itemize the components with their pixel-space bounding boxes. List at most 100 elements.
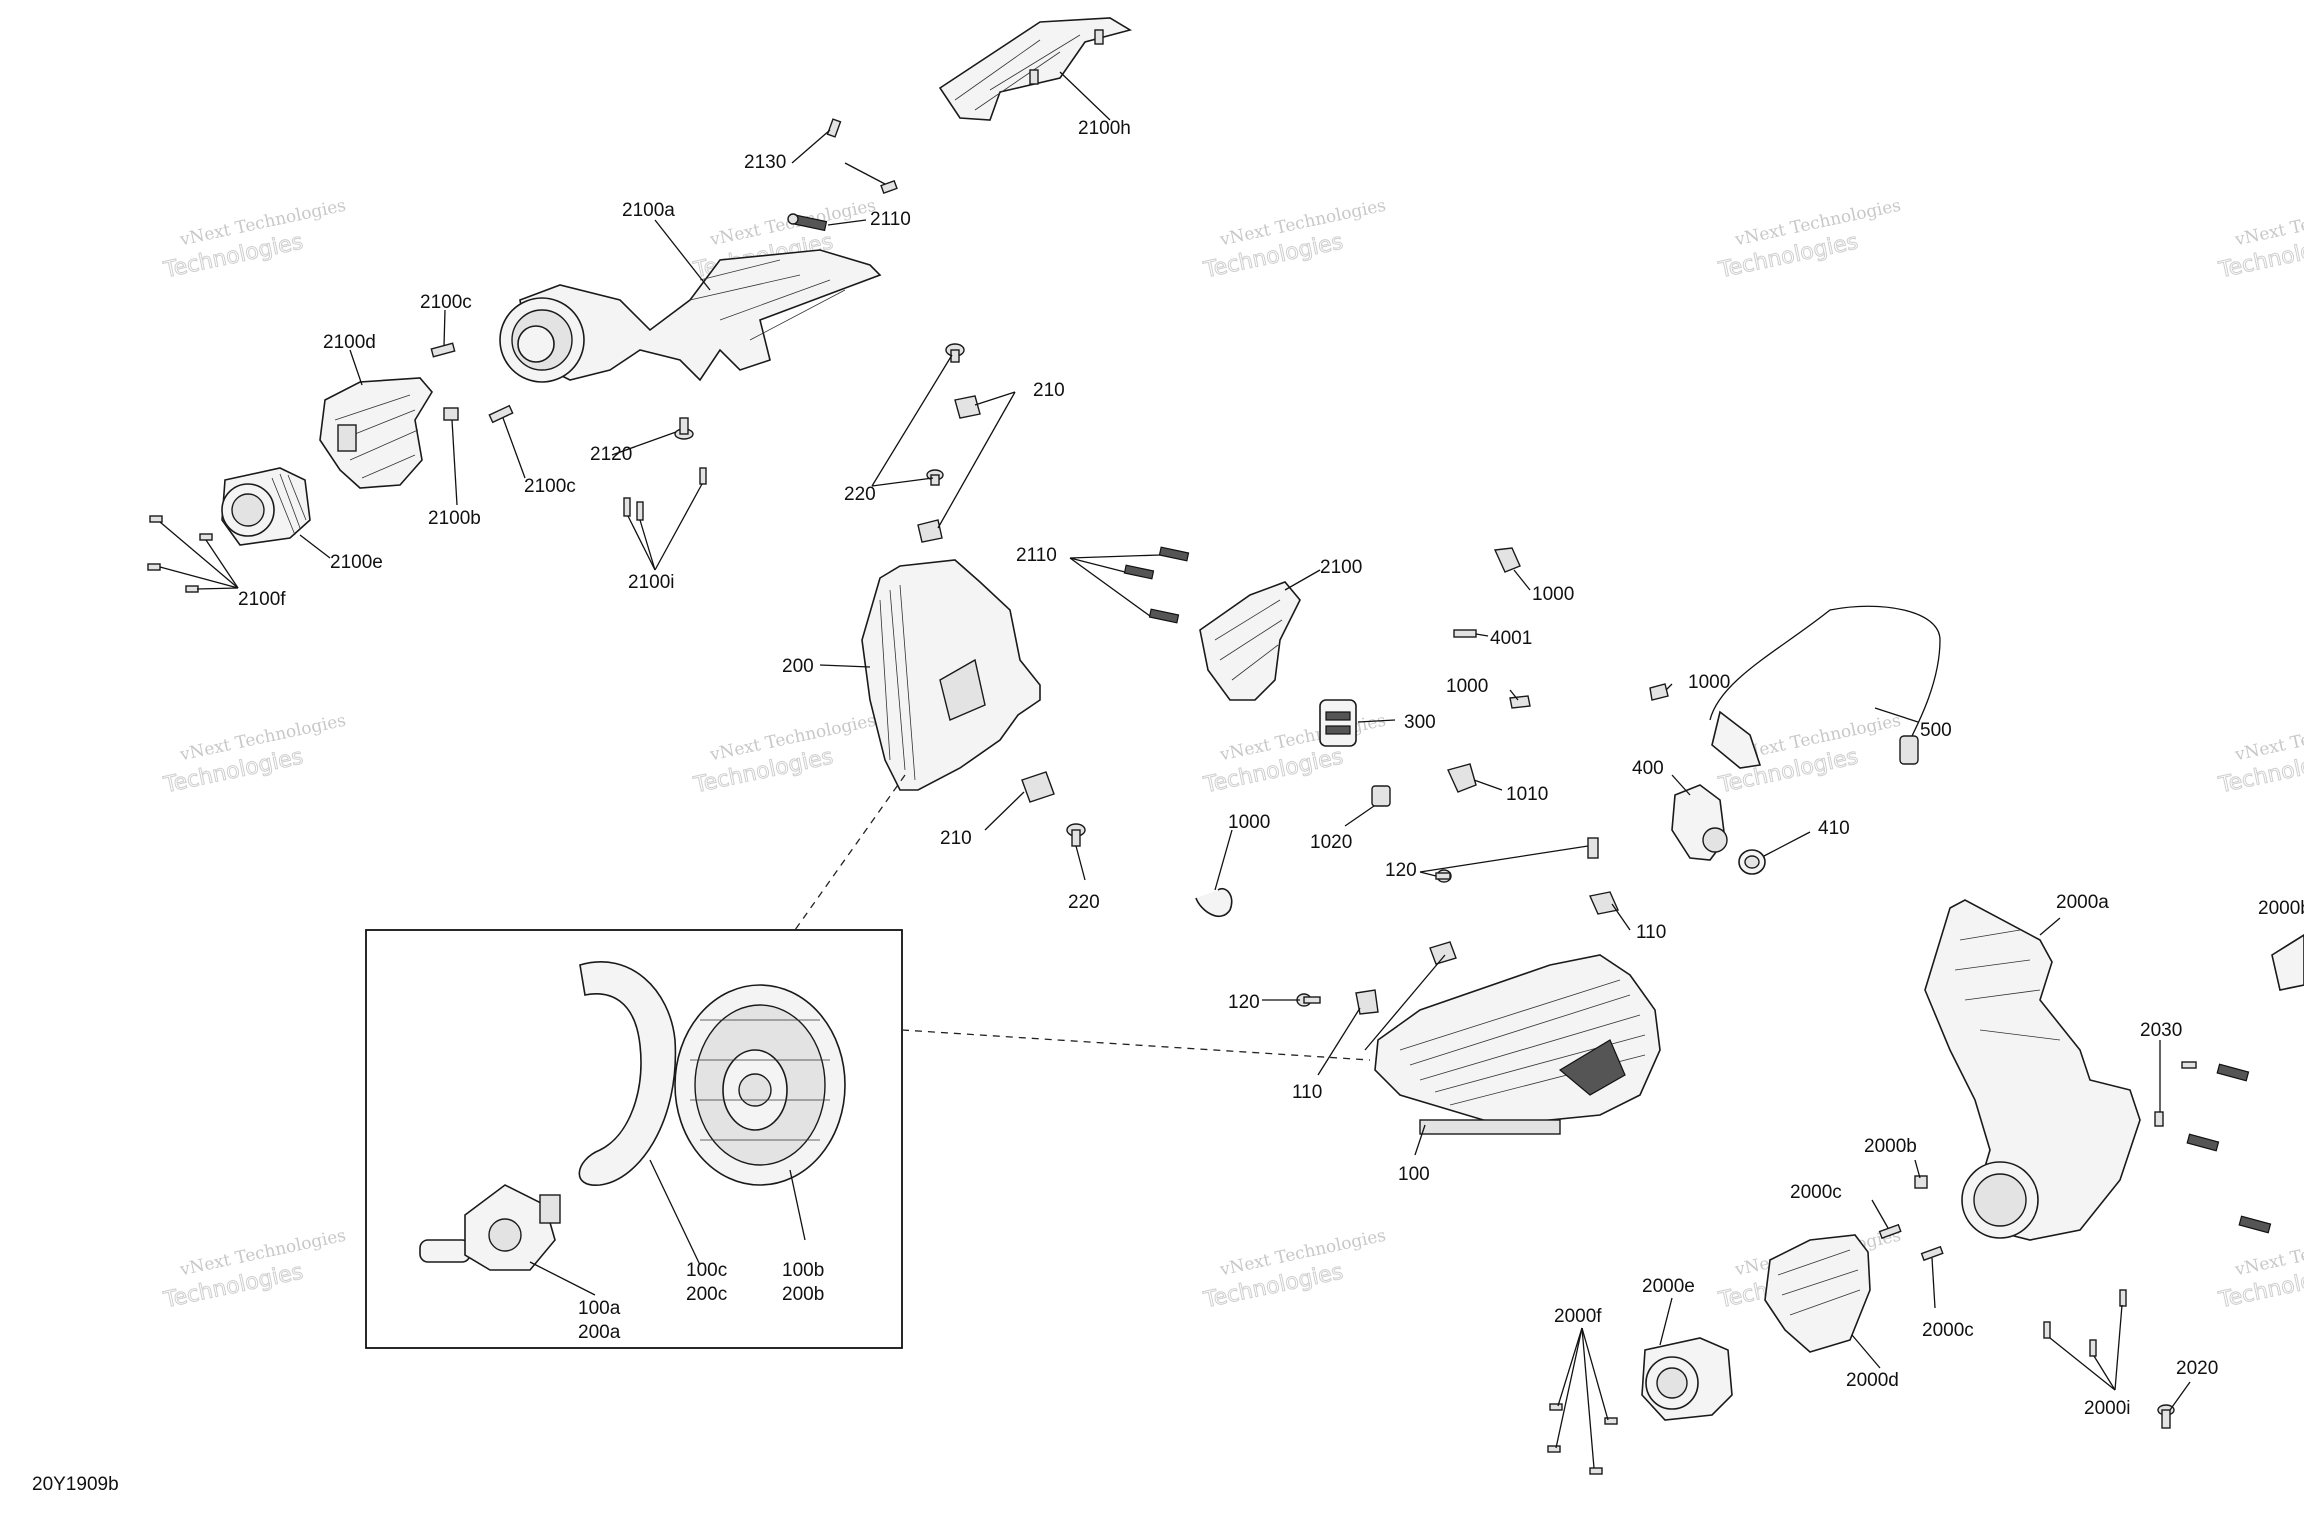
diagram-code: 20Y1909b <box>32 1474 119 1495</box>
callout-2000i: 2000i <box>2084 1398 2131 1419</box>
bolt-2110-c <box>1148 608 1180 624</box>
callout-2100a: 2100a <box>622 200 675 221</box>
callout-2000f: 2000f <box>1554 1306 1602 1327</box>
callout-2100e: 2100e <box>330 552 383 573</box>
screw-2000c-b <box>1920 1245 1944 1262</box>
callout-2100c-mid: 2100c <box>524 476 576 497</box>
callout-200: 200 <box>782 656 814 677</box>
pin-2100i-a <box>623 497 631 517</box>
callout-200c: 200c <box>686 1284 727 1305</box>
callout-410: 410 <box>1818 818 1850 839</box>
watermark: vNext Technologies Technologies <box>690 711 877 799</box>
callout-2030: 2030 <box>2140 1020 2182 1041</box>
callout-120-b: 120 <box>1228 992 1260 1013</box>
callout-2130: 2130 <box>744 152 786 173</box>
screw-4001 <box>1453 629 1477 638</box>
part-2100a-bracket <box>499 249 882 383</box>
part-2000a-bracket <box>1924 899 2141 1241</box>
callout-120-a: 120 <box>1385 860 1417 881</box>
watermark: vNext Technologies Technologies <box>1200 711 1387 799</box>
callout-4001: 4001 <box>1490 628 1532 649</box>
callout-200b: 200b <box>782 1284 824 1305</box>
callout-2110-mid: 2110 <box>1016 545 1057 566</box>
callout-2100h: 2100h <box>1078 118 1131 139</box>
clip-210-bottom <box>1021 771 1055 803</box>
screw-2000b <box>1914 1175 1928 1189</box>
part-2000d-shroud <box>1764 1234 1871 1353</box>
part-400-bulb <box>1671 784 1728 861</box>
screw-120-b <box>1435 869 1452 883</box>
clip-210-top-a <box>954 395 981 419</box>
callout-labels: 2100h 2130 2110 2100a 2100c 2100d 2100c … <box>238 118 2304 1419</box>
callout-2100i: 2100i <box>628 572 675 593</box>
detail-inset <box>365 929 903 1349</box>
callout-2100: 2100 <box>1320 557 1362 578</box>
callout-2000b-edge: 2000b <box>2258 898 2304 919</box>
watermark: vNext Technologies Technologies <box>1200 196 1387 284</box>
bolt-right-a <box>2216 1063 2250 1082</box>
pin-2100i-c <box>699 467 707 485</box>
callout-2000c-a: 2000c <box>1790 1182 1842 1203</box>
screw-220-bottom <box>1066 823 1086 847</box>
callout-500: 500 <box>1920 720 1952 741</box>
callout-2000d: 2000d <box>1846 1370 1899 1391</box>
callout-210-bottom: 210 <box>940 828 972 849</box>
callout-1000-b: 1000 <box>1446 676 1488 697</box>
screw-2000f-d <box>1589 1467 1603 1475</box>
watermark: vNext Technologies Technologies <box>160 196 347 284</box>
callout-2000c-b: 2000c <box>1922 1320 1974 1341</box>
part-500-wire-harness <box>1709 605 1941 769</box>
callout-1020: 1020 <box>1310 832 1352 853</box>
screw-2000f-b <box>1604 1417 1618 1425</box>
screw-220-mid <box>926 469 944 486</box>
pin-2000i-a <box>2043 1321 2051 1339</box>
callout-220-bottom: 220 <box>1068 892 1100 913</box>
part-100c-retainer <box>578 961 677 1186</box>
screw-220-top <box>945 343 965 363</box>
pin-2100i-b <box>636 501 644 521</box>
callout-2120: 2120 <box>590 444 632 465</box>
screw-2130-b <box>880 179 898 195</box>
pin-2000i-b <box>2119 1289 2127 1307</box>
part-2100d-shroud <box>319 377 433 489</box>
grommet-1020 <box>1371 785 1391 807</box>
callout-110-b: 110 <box>1292 1082 1322 1103</box>
ring-410 <box>1738 849 1766 875</box>
screw-120-a <box>1587 837 1599 859</box>
part-100a-bulb <box>419 1184 561 1271</box>
part-100b-reflector <box>674 984 846 1186</box>
bolt-2110-a <box>1158 546 1190 562</box>
screw-2030-a <box>2181 1061 2197 1069</box>
callout-2000a: 2000a <box>2056 892 2109 913</box>
part-100-headlamp <box>1374 954 1661 1135</box>
screw-2000f-a <box>1549 1403 1563 1411</box>
watermark: vNext Technologies Technologies <box>1200 1226 1387 1314</box>
screw-2030-b <box>2154 1111 2164 1127</box>
screw-2100f-c <box>147 563 161 571</box>
callout-1000-d: 1000 <box>1688 672 1730 693</box>
clip-1000-b <box>1509 695 1531 709</box>
callout-210-top: 210 <box>1033 380 1065 401</box>
part-2000b-edge <box>2271 934 2304 991</box>
part-300-bulb-socket <box>1319 699 1357 747</box>
callout-110-a: 110 <box>1636 922 1666 943</box>
screw-2000c-a <box>1878 1223 1902 1240</box>
screw-2100f-b <box>199 533 213 541</box>
part-2100e-led-module <box>221 467 311 546</box>
callout-400: 400 <box>1632 758 1664 779</box>
screw-2000f-c <box>1547 1445 1561 1453</box>
callout-1000-c: 1000 <box>1228 812 1270 833</box>
callout-2100b: 2100b <box>428 508 481 529</box>
part-2100-bracket <box>1199 581 1301 701</box>
clip-110-c <box>1355 989 1379 1015</box>
clip-1000-a <box>1493 547 1521 573</box>
callout-2100d: 2100d <box>323 332 376 353</box>
callout-1010: 1010 <box>1506 784 1548 805</box>
callout-2100f: 2100f <box>238 589 286 610</box>
part-200-headlamp-housing <box>861 559 1041 791</box>
watermark: vNext Technologies Technologies <box>2215 1226 2304 1314</box>
callout-100a: 100a <box>578 1298 621 1319</box>
screw-2100c-a <box>430 342 456 358</box>
callout-1000-a: 1000 <box>1532 584 1574 605</box>
